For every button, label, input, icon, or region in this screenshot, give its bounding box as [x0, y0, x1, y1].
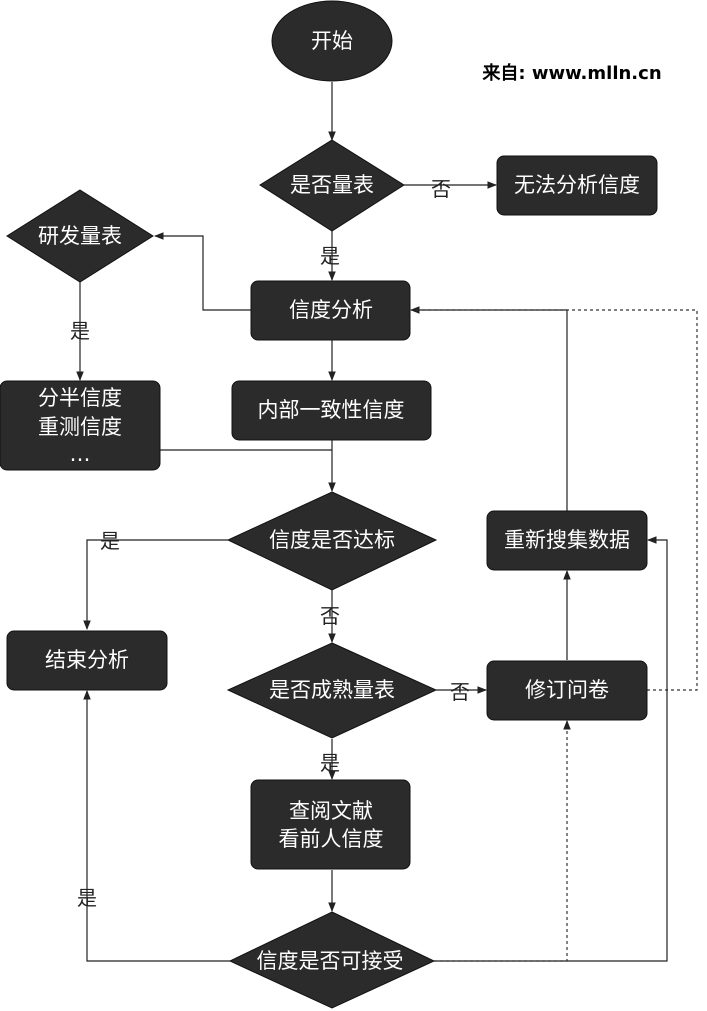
other-methods-line-1: 分半信度 — [38, 386, 122, 410]
reliability-analysis-node: 信度分析 — [250, 280, 411, 341]
reliability-analysis-label: 信度分析 — [289, 298, 373, 322]
edge-acceptable-to-recollect — [434, 536, 668, 962]
develop-scale-label: 研发量表 — [38, 224, 122, 248]
edge-label-is-scale-no: 否 — [431, 177, 451, 201]
internal-consistency-label: 内部一致性信度 — [258, 398, 405, 422]
internal-consistency-node: 内部一致性信度 — [231, 380, 432, 441]
start-node: 开始 — [271, 0, 393, 82]
edge-analysis-to-develop — [154, 232, 251, 311]
other-methods-line-3: … — [70, 442, 91, 466]
edge-standard-yes — [83, 539, 228, 630]
edge-acceptable-dashed-to-revise — [434, 720, 571, 962]
meets-standard-label: 信度是否达标 — [269, 528, 395, 552]
recollect-data-label: 重新搜集数据 — [504, 528, 630, 552]
literature-line-2: 看前人信度 — [279, 827, 384, 851]
edge-label-mature-no: 否 — [450, 680, 470, 704]
edge-revise-dashed-to-analysis — [411, 309, 698, 691]
edge-label-acceptable-yes: 是 — [77, 886, 97, 910]
acceptable-decision: 信度是否可接受 — [228, 911, 436, 1009]
acceptable-label: 信度是否可接受 — [257, 949, 404, 973]
other-methods-node: 分半信度 重测信度 … — [0, 380, 161, 471]
literature-node: 查阅文献 看前人信度 — [250, 779, 411, 870]
develop-scale-decision: 研发量表 — [6, 189, 154, 283]
edge-label-mature-yes: 是 — [320, 751, 340, 775]
start-label: 开始 — [311, 29, 353, 53]
edge-recollect-to-analysis — [410, 306, 568, 511]
end-analysis-node: 结束分析 — [6, 630, 168, 691]
end-analysis-label: 结束分析 — [45, 648, 129, 672]
source-credit: 来自: www.mlln.cn — [481, 62, 661, 84]
recollect-data-node: 重新搜集数据 — [486, 510, 648, 571]
edge-label-standard-yes: 是 — [100, 529, 120, 553]
edge-label-is-scale-yes: 是 — [320, 244, 340, 268]
no-analysis-node: 无法分析信度 — [496, 155, 658, 216]
literature-line-1: 查阅文献 — [289, 799, 373, 823]
is-scale-decision: 是否量表 — [259, 139, 405, 232]
meets-standard-decision: 信度是否达标 — [226, 491, 438, 591]
revise-questionnaire-label: 修订问卷 — [525, 678, 609, 702]
mature-scale-decision: 是否成熟量表 — [226, 642, 438, 739]
revise-questionnaire-node: 修订问卷 — [486, 660, 648, 721]
no-analysis-label: 无法分析信度 — [514, 173, 640, 197]
is-scale-label: 是否量表 — [290, 173, 374, 197]
mature-scale-label: 是否成熟量表 — [269, 678, 395, 702]
edge-acceptable-yes — [83, 690, 230, 962]
edge-label-develop-yes: 是 — [70, 319, 90, 343]
edge-label-standard-no: 否 — [320, 604, 340, 628]
other-methods-line-2: 重测信度 — [38, 415, 122, 439]
